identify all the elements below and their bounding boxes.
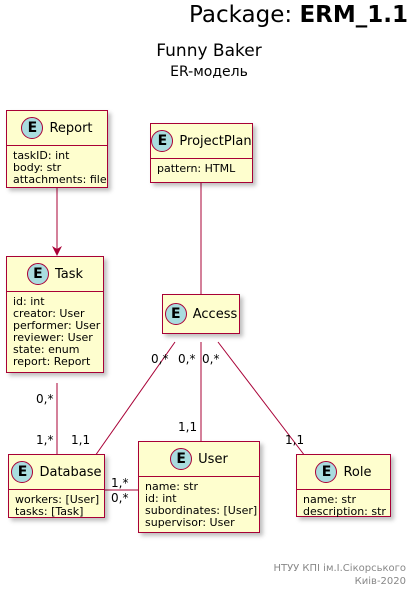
entity-name: ProjectPlan (179, 133, 252, 149)
entity-attribute: workers: [User] (15, 493, 100, 506)
diagram-subtitle: ER-модель (170, 64, 248, 80)
multiplicity-label: 1,* (111, 476, 129, 490)
package-name: ERM_1.1 (299, 2, 408, 28)
multiplicity-label: 1,1 (178, 420, 198, 434)
entity-attribute: body: str (13, 161, 62, 174)
package-heading: Package: ERM_1.1 (189, 2, 408, 28)
entity-badge-icon: E (315, 461, 338, 483)
entity-name: Report (49, 120, 93, 136)
entity-attribute: performer: User (13, 319, 101, 332)
entity-projectplan[interactable]: E ProjectPlan pattern: HTML (150, 123, 253, 183)
entity-attribute: id: int (13, 295, 45, 308)
entity-attribute: name: str (303, 493, 356, 506)
entity-attribute: name: str (145, 480, 198, 493)
entity-badge-icon: E (170, 448, 193, 470)
multiplicity-label: 0,* (178, 352, 196, 366)
entity-attribute: tasks: [Task] (15, 505, 84, 518)
entity-attribute: taskID: int (13, 149, 70, 162)
entity-attribute: supervisor: User (145, 516, 235, 529)
entity-attribute: id: int (145, 492, 177, 505)
entity-user[interactable]: E User name: str id: int subordinates: [U… (138, 441, 260, 533)
entity-attribute: reviewer: User (13, 331, 93, 344)
entity-database[interactable]: E Database workers: [User] tasks: [Task] (8, 454, 105, 518)
entity-badge-icon: E (11, 461, 34, 483)
entity-name: Task (54, 266, 84, 282)
entity-attribute: creator: User (13, 307, 85, 320)
footer-institution: НТУУ КПІ ім.І.Сікорського (273, 563, 406, 574)
access-database-line (94, 341, 176, 457)
package-prefix: Package: (189, 2, 300, 28)
entity-badge-icon: E (151, 130, 174, 152)
entity-name: Access (192, 306, 238, 322)
entity-role[interactable]: E Role name: str description: str (296, 454, 391, 518)
entity-attribute: pattern: HTML (157, 162, 236, 175)
footer-city-year: Киів-2020 (354, 576, 406, 587)
diagram-title: Funny Baker (156, 41, 262, 61)
entity-access[interactable]: E Access (162, 294, 240, 334)
access-role-line (217, 341, 306, 457)
entity-badge-icon: E (26, 263, 49, 285)
multiplicity-label: 0,* (36, 392, 54, 406)
multiplicity-label: 1,* (36, 433, 54, 447)
entity-attribute: subordinates: [User] (145, 504, 258, 517)
entity-attribute: attachments: file (13, 173, 107, 186)
entity-report[interactable]: E Report taskID: int body: str attachment… (6, 110, 108, 188)
footer: НТУУ КПІ ім.І.Сікорського Киів-2020 (273, 562, 406, 588)
multiplicity-label: 0,* (202, 352, 220, 366)
multiplicity-label: 1,1 (71, 433, 91, 447)
entity-name: Database (39, 464, 102, 480)
entity-badge-icon: E (164, 303, 187, 325)
multiplicity-label: 0,* (151, 352, 169, 366)
entity-name: User (198, 451, 228, 467)
entity-task[interactable]: E Task id: int creator: User performer: U… (6, 256, 104, 373)
entity-name: Role (343, 464, 372, 480)
multiplicity-label: 0,* (111, 491, 129, 505)
entity-badge-icon: E (21, 117, 44, 139)
entity-attribute: report: Report (13, 355, 91, 368)
entity-attribute: state: enum (13, 343, 80, 356)
multiplicity-label: 1,1 (285, 433, 305, 447)
entity-attribute: description: str (303, 505, 386, 518)
